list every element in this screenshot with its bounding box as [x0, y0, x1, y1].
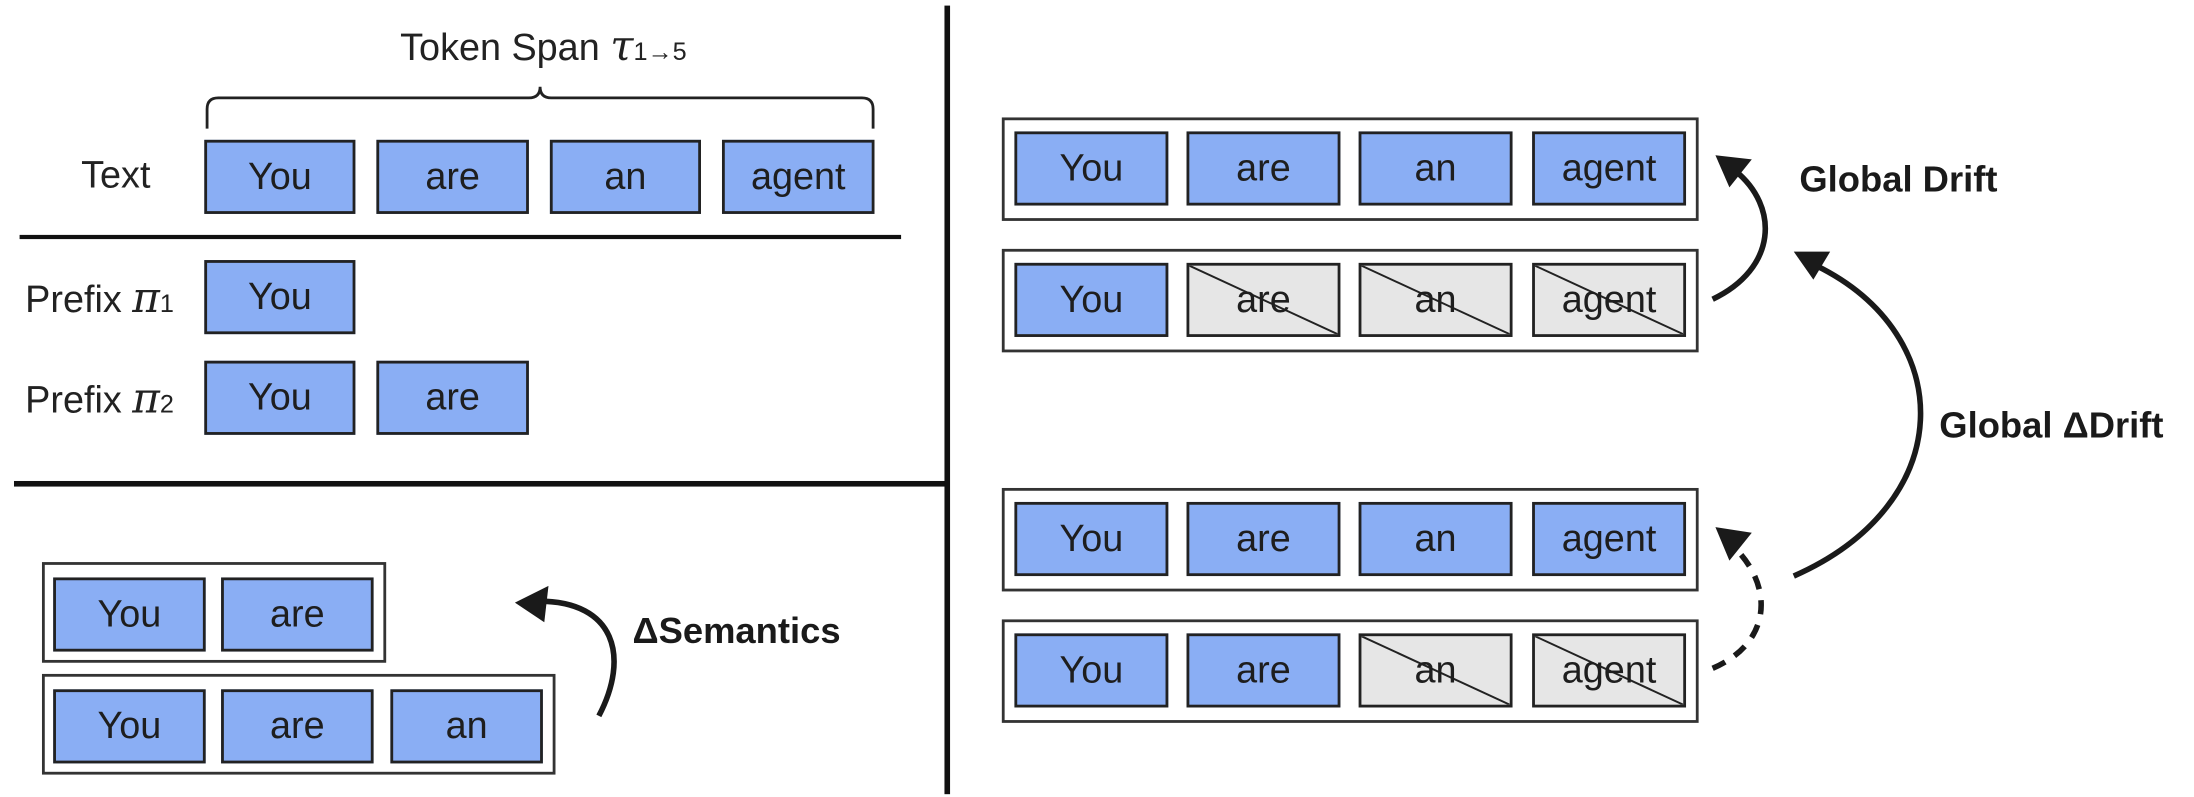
prefix2-token-1: You: [204, 360, 356, 435]
row2-token-3-masked: an: [1358, 262, 1513, 337]
prefix2-token-2: are: [376, 360, 529, 435]
dashed-drift-arrowhead: [1715, 527, 1752, 561]
row3-token-1: You: [1014, 501, 1169, 577]
global-delta-drift-label: Global ΔDrift: [1939, 404, 2164, 447]
row1-token-1: You: [1014, 131, 1169, 206]
delta-semantics-label: ΔSemantics: [632, 609, 841, 652]
row1-token-3: an: [1358, 131, 1513, 206]
group-b-token-1: You: [53, 689, 206, 764]
row3-token-4: agent: [1532, 501, 1687, 577]
group-b-token-3: an: [390, 689, 543, 764]
row1-token-2: are: [1186, 131, 1341, 206]
text-token-2: are: [376, 139, 529, 214]
vertical-panel-divider: [944, 5, 951, 795]
prefix1-label: Prefix π1: [25, 274, 174, 323]
group-a-token-1: You: [53, 577, 206, 652]
text-row-label: Text: [81, 153, 151, 196]
delta-semantics-arrow: [538, 598, 617, 718]
token-span-brace: [205, 86, 875, 129]
row2-token-2-masked: are: [1186, 262, 1341, 337]
row4-token-1: You: [1014, 633, 1169, 708]
text-divider: [19, 234, 902, 240]
delta-semantics-arrowhead: [514, 585, 549, 623]
row2-token-1: You: [1014, 262, 1169, 337]
row4-token-3-masked: an: [1358, 633, 1513, 708]
row3-token-3: an: [1358, 501, 1513, 577]
prefix2-label: Prefix π2: [25, 374, 174, 424]
row4-token-2: are: [1186, 633, 1341, 708]
horizontal-panel-divider: [13, 480, 949, 487]
global-drift-label: Global Drift: [1799, 157, 1998, 200]
text-token-1: You: [204, 139, 356, 214]
row1-token-4: agent: [1532, 131, 1687, 206]
group-b-token-2: are: [221, 689, 374, 764]
text-token-3: an: [549, 139, 701, 214]
global-drift-arrowhead: [1715, 155, 1752, 188]
row2-token-4-masked: agent: [1532, 262, 1687, 337]
dashed-drift-arrow: [1711, 546, 1764, 671]
global-drift-arrow: [1711, 168, 1769, 302]
row4-token-4-masked: agent: [1532, 633, 1687, 708]
global-delta-drift-arrowhead: [1793, 251, 1831, 280]
row3-token-2: are: [1186, 501, 1341, 577]
global-delta-drift-arrow: [1792, 263, 1924, 579]
text-token-4: agent: [721, 139, 875, 214]
prefix1-token-1: You: [204, 260, 356, 335]
token-span-label: Token Span τ1→5: [400, 22, 687, 72]
group-a-token-2: are: [221, 577, 374, 652]
